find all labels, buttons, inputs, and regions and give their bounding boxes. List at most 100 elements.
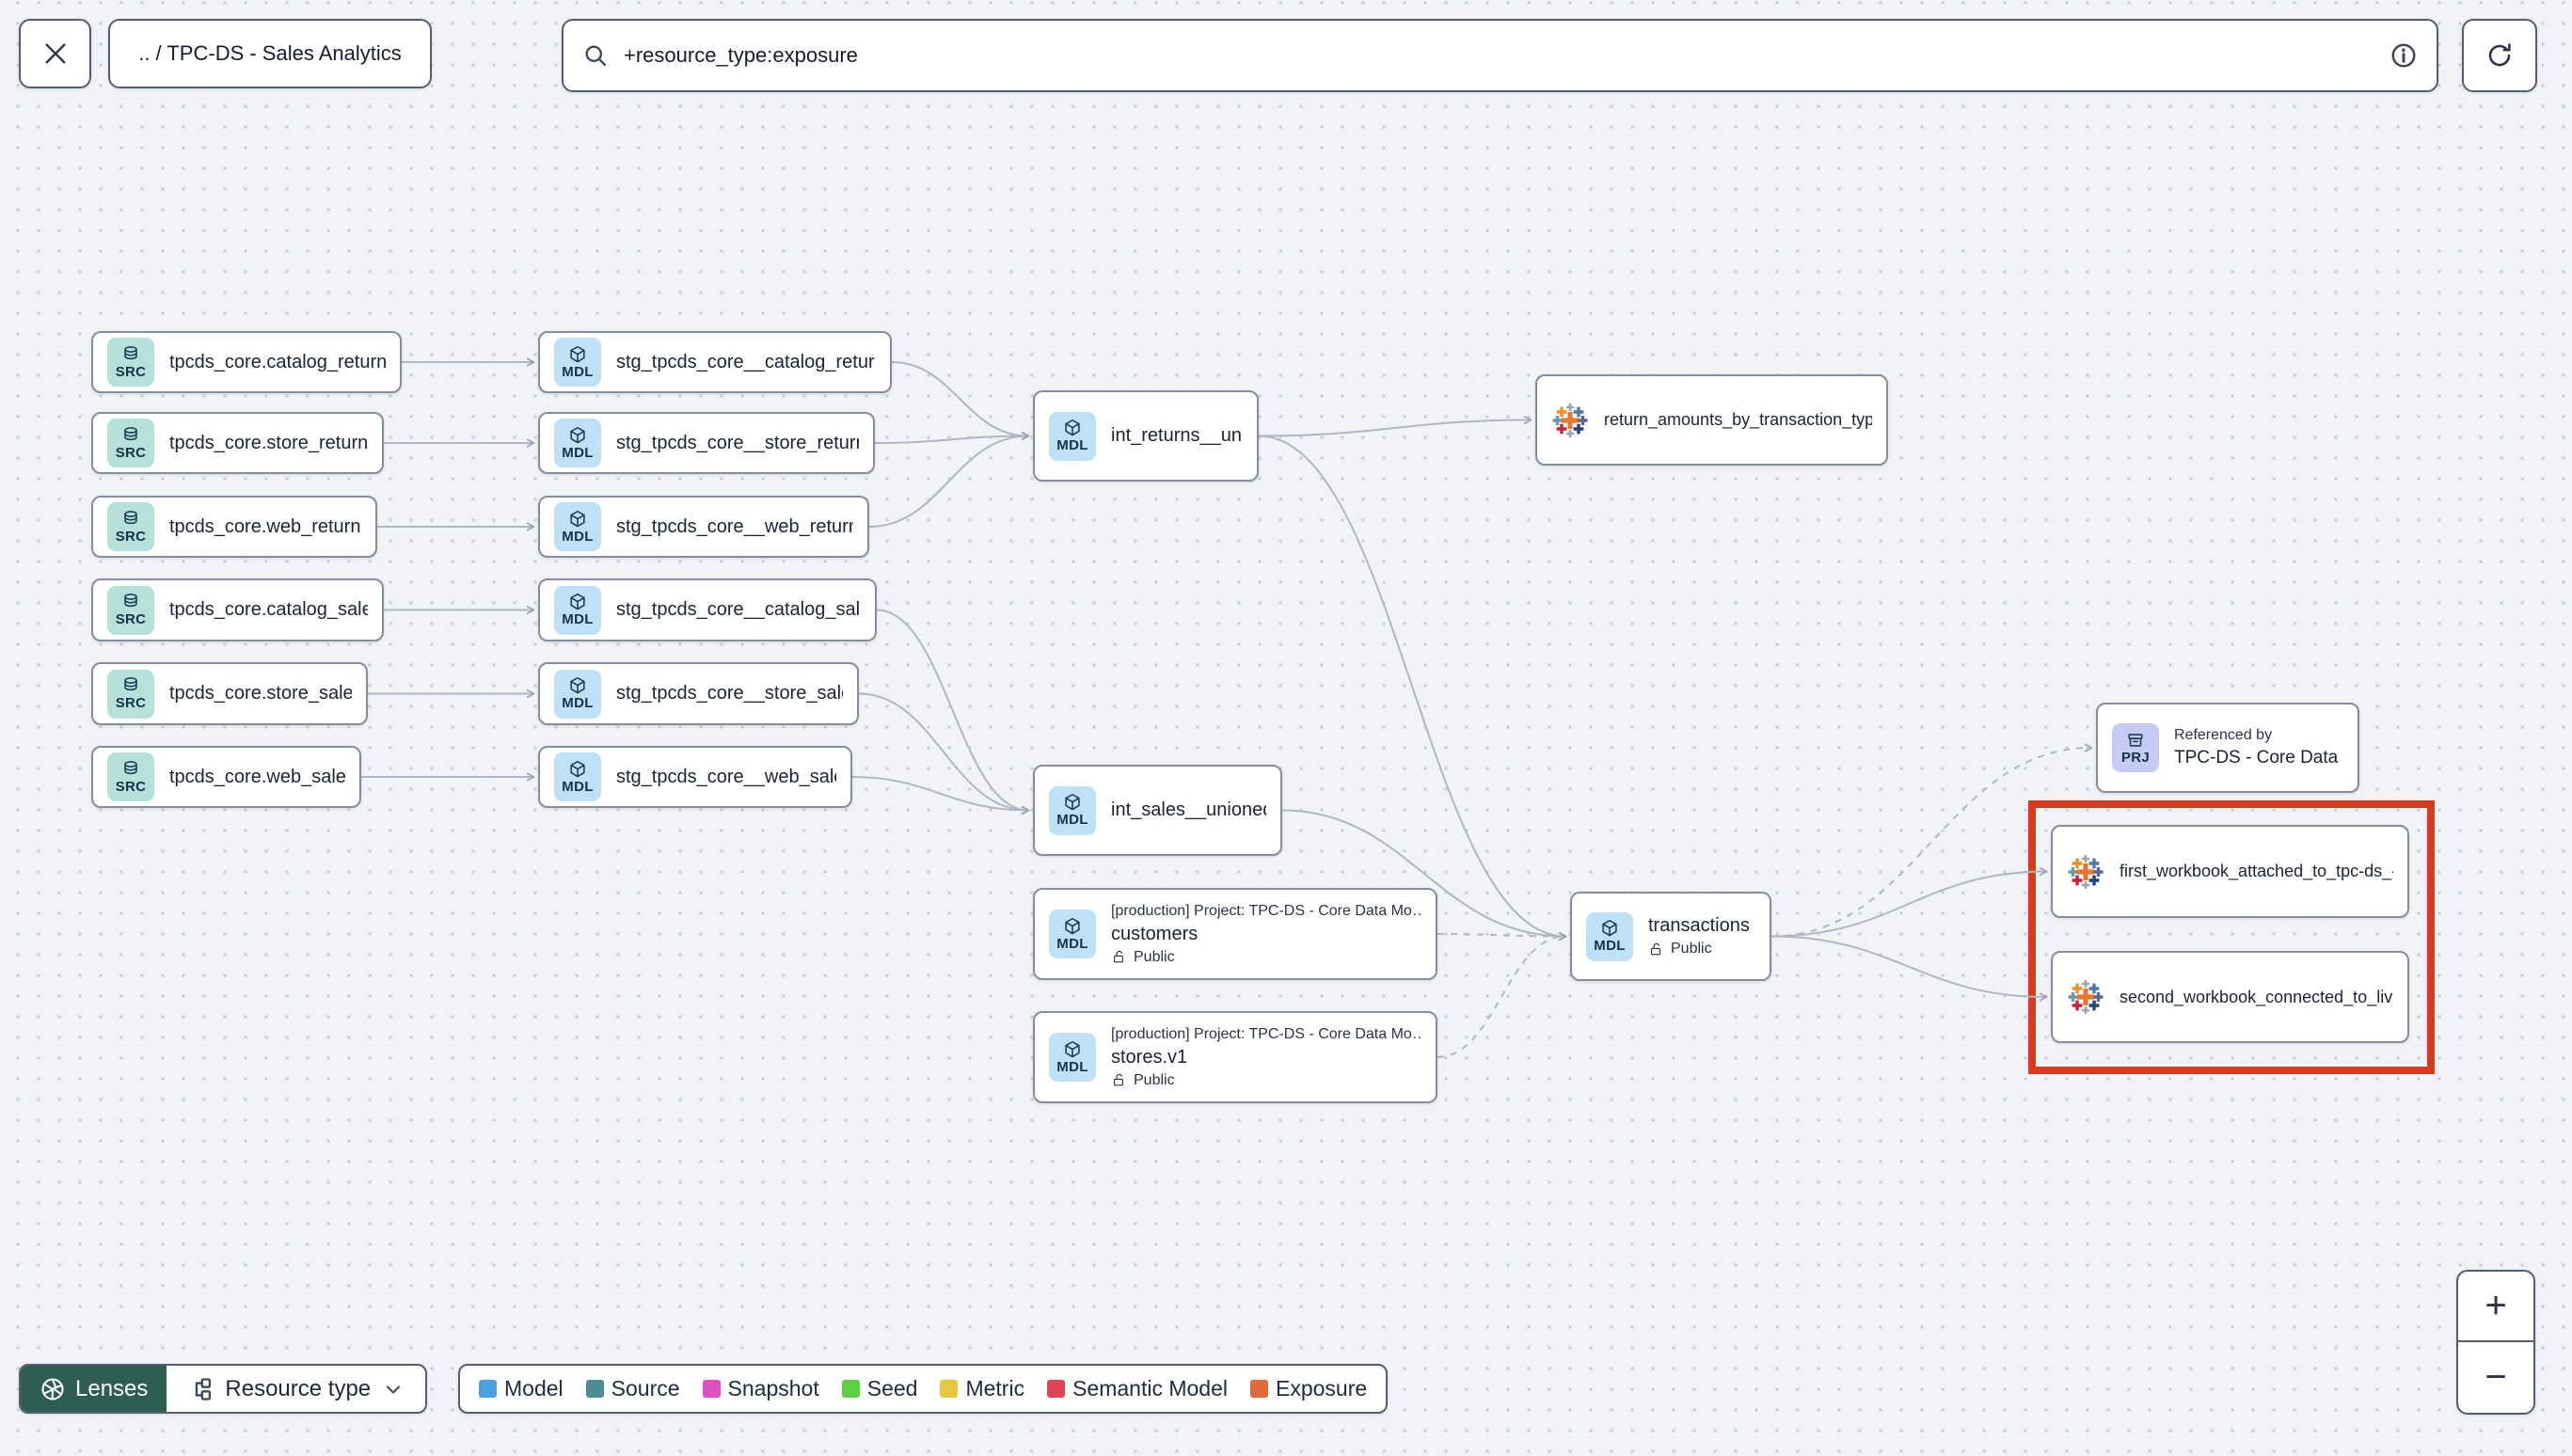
src-badge-icon: SRC xyxy=(107,752,154,801)
node-stg_store_sales[interactable]: MDL stg_tpcds_core__store_sales xyxy=(538,662,859,725)
node-label: stg_tpcds_core__store_returns xyxy=(616,432,859,453)
tableau-exposure-icon xyxy=(2067,978,2104,1016)
resource-type-label: Resource type xyxy=(225,1375,372,1401)
node-int_returns[interactable]: MDL int_returns__unioned xyxy=(1033,390,1259,482)
prj-badge-icon: PRJ xyxy=(2112,723,2159,772)
node-project-header: [production] Project: TPC-DS - Core Data… xyxy=(1111,1025,1421,1042)
close-button[interactable] xyxy=(19,19,91,88)
legend-item-model: Model xyxy=(479,1376,564,1401)
node-label: second_workbook_connected_to_live… xyxy=(2120,987,2393,1006)
mdl-badge-icon: MDL xyxy=(554,669,601,719)
legend-item-semantic-model: Semantic Model xyxy=(1047,1376,1228,1401)
node-label: stg_tpcds_core__catalog_sales xyxy=(616,599,861,620)
refresh-button[interactable] xyxy=(2462,19,2537,92)
node-referenced_by[interactable]: PRJ Referenced by TPC-DS - Core Data Model… xyxy=(2096,703,2359,793)
node-wb2[interactable]: second_workbook_connected_to_live… xyxy=(2051,951,2409,1043)
lock-open-icon xyxy=(1111,949,1127,965)
legend-item-snapshot: Snapshot xyxy=(702,1376,819,1401)
src-badge-icon: SRC xyxy=(107,502,154,551)
legend-swatch xyxy=(702,1380,721,1398)
node-stg_web_returns[interactable]: MDL stg_tpcds_core__web_returns xyxy=(538,496,869,558)
edge-transactions-to-wb1 xyxy=(1770,872,2046,938)
node-src_store_sales[interactable]: SRC tpcds_core.store_sales xyxy=(91,662,368,725)
mdl-badge-icon: MDL xyxy=(1049,411,1096,461)
referenced-by-label: Referenced by xyxy=(2174,727,2273,743)
legend-swatch xyxy=(940,1380,959,1398)
node-label: tpcds_core.catalog_returns xyxy=(169,351,386,372)
node-label: int_returns__unioned xyxy=(1111,425,1243,446)
node-src_web_sales[interactable]: SRC tpcds_core.web_sales xyxy=(91,746,361,808)
breadcrumb[interactable]: .. / TPC-DS - Sales Analytics xyxy=(108,19,432,88)
node-src_web_returns[interactable]: SRC tpcds_core.web_returns xyxy=(91,496,377,558)
node-label: tpcds_core.web_sales xyxy=(169,766,345,787)
close-icon xyxy=(44,43,66,64)
edge-stg_store_returns-to-int_returns xyxy=(874,436,1028,444)
mdl-badge-icon: MDL xyxy=(554,338,601,387)
resource-type-icon xyxy=(196,1377,212,1401)
legend-item-source: Source xyxy=(585,1376,680,1401)
node-stores[interactable]: MDL [production] Project: TPC-DS - Core D… xyxy=(1033,1011,1437,1103)
mdl-badge-icon: MDL xyxy=(1049,910,1096,958)
mdl-badge-icon: MDL xyxy=(554,752,601,801)
node-label: int_sales__unioned xyxy=(1111,799,1266,820)
tableau-exposure-icon xyxy=(2067,853,2104,891)
node-wb1[interactable]: first_workbook_attached_to_tpc-ds_-_… xyxy=(2051,825,2409,918)
node-label: stg_tpcds_core__web_returns xyxy=(616,515,853,537)
mdl-badge-icon: MDL xyxy=(1049,1033,1096,1082)
access-row: Public xyxy=(1111,949,1421,966)
lenses-button[interactable]: Lenses xyxy=(21,1366,167,1412)
search-input[interactable] xyxy=(622,42,2376,69)
src-badge-icon: SRC xyxy=(107,669,154,719)
mdl-badge-icon: MDL xyxy=(554,502,601,551)
mdl-badge-icon: MDL xyxy=(1586,911,1633,961)
chevron-down-icon xyxy=(387,1385,401,1393)
info-icon[interactable] xyxy=(2389,41,2418,70)
node-project-header: [production] Project: TPC-DS - Core Data… xyxy=(1111,902,1421,919)
lenses-label: Lenses xyxy=(75,1375,149,1401)
mdl-badge-icon: MDL xyxy=(1049,785,1096,835)
node-label: TPC-DS - Core Data Models xyxy=(2174,748,2343,768)
node-label: tpcds_core.web_returns xyxy=(169,515,361,537)
node-stg_catalog_returns[interactable]: MDL stg_tpcds_core__catalog_returns xyxy=(538,331,892,393)
access-row: Public xyxy=(1111,1072,1421,1089)
edge-int_returns-to-exposure_returns xyxy=(1258,420,1531,437)
search-icon xyxy=(585,45,607,67)
refresh-icon xyxy=(2488,43,2511,67)
legend-item-exposure: Exposure xyxy=(1250,1376,1367,1401)
node-label: transactions xyxy=(1648,915,1750,936)
node-label: stg_tpcds_core__store_sales xyxy=(616,683,843,704)
node-customers[interactable]: MDL [production] Project: TPC-DS - Core D… xyxy=(1033,888,1437,980)
node-label: return_amounts_by_transaction_type xyxy=(1604,410,1872,429)
legend-swatch xyxy=(585,1380,604,1398)
node-label: stores.v1 xyxy=(1111,1046,1188,1068)
edge-stg_web_returns-to-int_returns xyxy=(868,436,1028,528)
node-exposure_returns[interactable]: return_amounts_by_transaction_type xyxy=(1535,374,1888,466)
search-bar[interactable] xyxy=(562,19,2438,92)
node-label: tpcds_core.store_sales xyxy=(169,683,352,704)
lock-open-icon xyxy=(1648,942,1664,957)
edge-customers-to-transactions xyxy=(1437,934,1565,937)
edge-stg_catalog_returns-to-int_returns xyxy=(891,361,1028,436)
edge-stg_store_sales-to-int_sales xyxy=(858,692,1028,811)
resource-type-dropdown[interactable]: Resource type xyxy=(167,1366,425,1412)
edge-stg_web_sales-to-int_sales xyxy=(851,776,1028,811)
aperture-icon xyxy=(41,1377,64,1401)
lock-open-icon xyxy=(1111,1072,1127,1088)
access-row: Public xyxy=(1648,941,1750,957)
node-label: stg_tpcds_core__catalog_returns xyxy=(616,351,876,372)
node-int_sales[interactable]: MDL int_sales__unioned xyxy=(1033,765,1282,856)
lens-control: Lenses Resource type xyxy=(19,1364,428,1414)
zoom-in-button[interactable]: + xyxy=(2458,1272,2533,1343)
legend-swatch xyxy=(1047,1380,1066,1398)
edge-stg_catalog_sales-to-int_sales xyxy=(876,609,1028,811)
zoom-out-button[interactable]: − xyxy=(2485,1356,2507,1399)
legend-item-seed: Seed xyxy=(841,1376,917,1401)
